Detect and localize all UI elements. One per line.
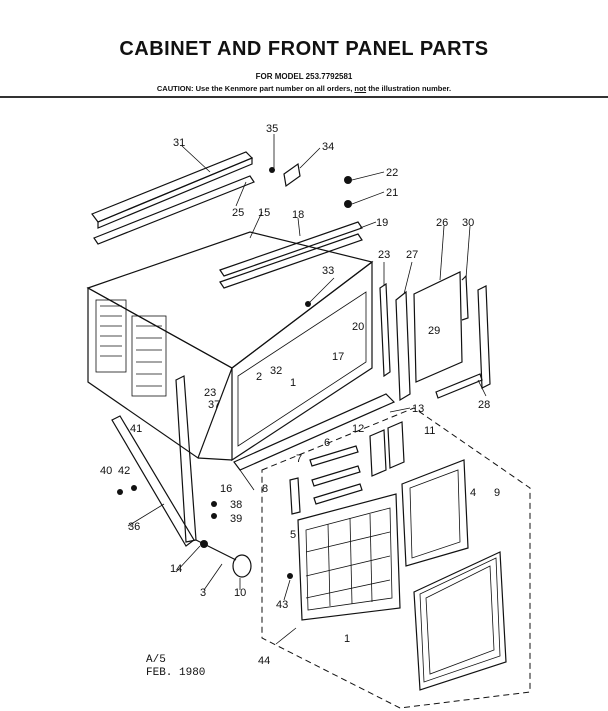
part-label-10: 10 bbox=[234, 587, 246, 599]
part-label-38: 38 bbox=[230, 499, 242, 511]
revision-date: FEB. 1980 bbox=[146, 667, 206, 679]
part-label-35: 35 bbox=[266, 123, 278, 135]
part-label-6: 6 bbox=[324, 437, 330, 449]
part-label-19: 19 bbox=[376, 217, 388, 229]
filter-frame-4 bbox=[401, 459, 469, 567]
strip-28 bbox=[435, 285, 491, 399]
leader-lines bbox=[127, 134, 487, 645]
part-label-40: 40 bbox=[100, 465, 112, 477]
part-label-42: 42 bbox=[118, 465, 130, 477]
side-bracket-27 bbox=[395, 290, 411, 402]
part-label-44: 44 bbox=[258, 655, 270, 667]
part-label-9: 9 bbox=[494, 487, 500, 499]
louver-assembly bbox=[289, 445, 363, 515]
part-label-1: 1 bbox=[344, 633, 350, 645]
part-label-23-right: 23 bbox=[378, 249, 390, 261]
caution-not: not bbox=[354, 84, 367, 93]
part-label-11: 11 bbox=[424, 425, 435, 437]
hardware-dots bbox=[117, 167, 352, 579]
part-label-29: 29 bbox=[428, 325, 440, 337]
part-label-34: 34 bbox=[322, 141, 334, 153]
side-panel-26 bbox=[413, 271, 463, 383]
part-label-2-upper: 2 bbox=[256, 371, 262, 383]
part-label-24: 1 bbox=[290, 377, 296, 389]
revision-code: A/5 bbox=[146, 654, 166, 666]
header-rule bbox=[0, 96, 608, 98]
cabinet-15 bbox=[86, 231, 374, 462]
part-label-21: 21 bbox=[386, 187, 398, 199]
model-line: FOR MODEL 253.7792581 bbox=[255, 72, 353, 81]
diagram-title: CABINET AND FRONT PANEL PARTS bbox=[119, 38, 489, 60]
front-grille-1 bbox=[297, 493, 401, 621]
part-label-17: 17 bbox=[332, 351, 344, 363]
bracket-11-12 bbox=[369, 421, 405, 477]
caution-line: CAUTION: Use the Kenmore part number on … bbox=[0, 84, 608, 93]
clip-34 bbox=[283, 162, 301, 188]
top-rail-31 bbox=[91, 151, 254, 229]
part-label-3: 3 bbox=[200, 587, 206, 599]
part-label-16: 16 bbox=[220, 483, 232, 495]
side-bracket-23-right bbox=[379, 282, 391, 378]
part-label-28: 28 bbox=[478, 399, 490, 411]
part-label-7: 7 bbox=[296, 453, 302, 465]
part-label-12: 12 bbox=[352, 423, 364, 435]
part-label-39: 39 bbox=[230, 513, 242, 525]
caution-prefix: CAUTION: Use the Kenmore part number on … bbox=[156, 84, 353, 93]
part-label-8: 8 bbox=[262, 483, 268, 495]
rail-18-19 bbox=[219, 221, 363, 289]
revision-footer: A/5 FEB. 1980 bbox=[146, 654, 205, 680]
part-labels: 31 25 15 18 19 35 34 22 21 26 30 23 27 3… bbox=[100, 123, 500, 667]
part-label-18: 18 bbox=[292, 209, 304, 221]
part-label-15: 15 bbox=[258, 207, 270, 219]
caution-suffix: the illustration number. bbox=[368, 84, 452, 93]
part-label-4: 4 bbox=[470, 487, 476, 499]
part-label-30: 30 bbox=[462, 217, 474, 229]
part-label-25: 25 bbox=[232, 207, 244, 219]
part-label-20: 20 bbox=[352, 321, 364, 333]
part-label-32: 32 bbox=[270, 365, 282, 377]
part-label-36: 36 bbox=[128, 521, 140, 533]
part-label-14: 14 bbox=[170, 563, 182, 575]
part-label-26: 26 bbox=[436, 217, 448, 229]
part-label-31: 31 bbox=[173, 137, 185, 149]
bracket-30 bbox=[461, 274, 469, 321]
part-label-5: 5 bbox=[290, 529, 296, 541]
part-label-27: 27 bbox=[406, 249, 418, 261]
rail-25 bbox=[93, 175, 255, 245]
side-arm-left bbox=[111, 375, 197, 547]
front-assembly-boundary-44 bbox=[261, 407, 531, 709]
front-panel-9 bbox=[413, 551, 507, 691]
part-label-41: 41 bbox=[130, 423, 142, 435]
part-label-13: 13 bbox=[412, 403, 424, 415]
part-label-43: 43 bbox=[276, 599, 288, 611]
control-knob-10 bbox=[195, 539, 252, 578]
part-label-33: 33 bbox=[322, 265, 334, 277]
part-label-37: 37 bbox=[208, 399, 220, 411]
part-label-23-left: 23 bbox=[204, 387, 216, 399]
bottom-flange-16 bbox=[233, 393, 396, 471]
part-label-22: 22 bbox=[386, 167, 398, 179]
